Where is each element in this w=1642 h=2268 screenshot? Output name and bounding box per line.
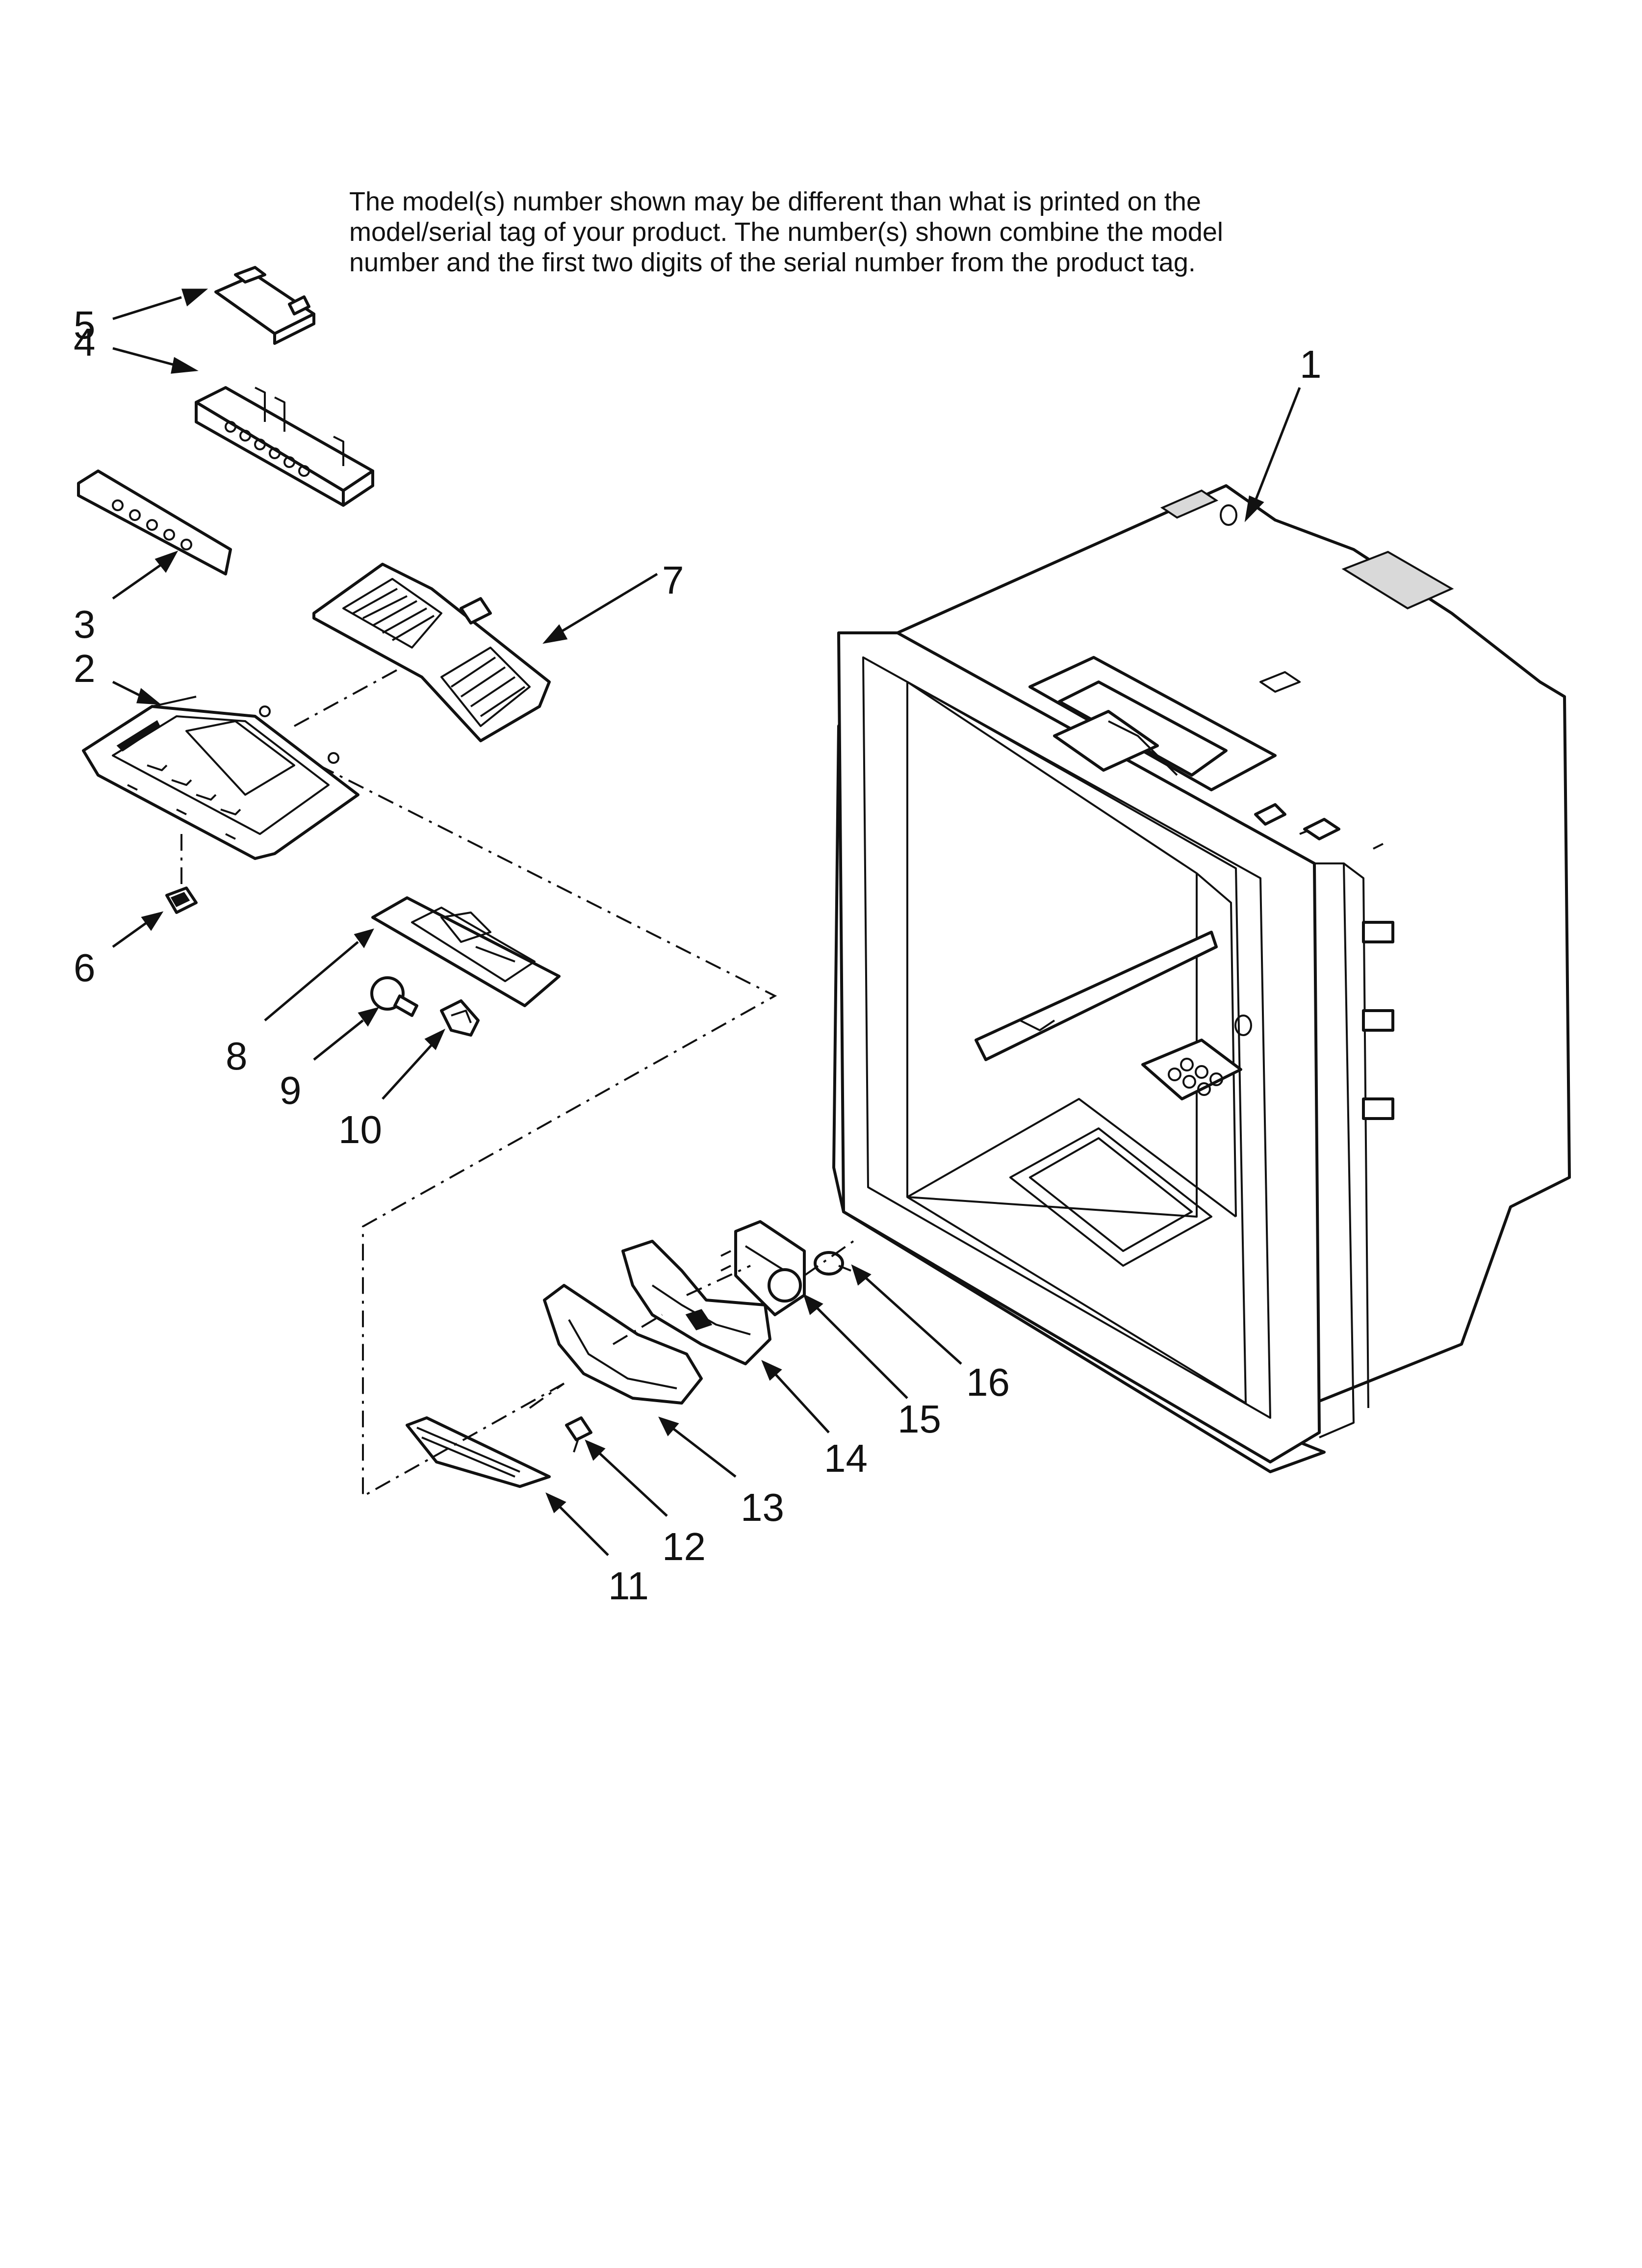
part-3-decal[interactable] <box>77 469 232 575</box>
callout-numbers: 1 2 3 4 5 6 7 8 9 10 11 12 13 14 15 16 <box>74 303 1322 1608</box>
part-2-light-housing[interactable] <box>82 696 359 860</box>
part-11-trim[interactable] <box>406 1416 551 1488</box>
part-4-control-housing[interactable] <box>195 386 374 507</box>
assembly-guide-lines <box>180 666 854 1498</box>
callout-3: 3 <box>74 602 96 646</box>
part-5-bracket[interactable] <box>214 266 315 345</box>
callout-12: 12 <box>662 1525 706 1568</box>
callout-2: 2 <box>74 647 96 690</box>
callout-16: 16 <box>966 1360 1010 1404</box>
part-13-dispenser-housing[interactable] <box>543 1284 703 1405</box>
part-10-socket[interactable] <box>440 999 480 1037</box>
callout-5: 5 <box>74 303 96 347</box>
callout-8: 8 <box>226 1034 248 1078</box>
callout-11: 11 <box>608 1564 649 1608</box>
part-1-liner[interactable] <box>832 484 1571 1473</box>
callout-9: 9 <box>280 1069 302 1112</box>
notice-line-2: model/serial tag of your product. The nu… <box>349 217 1223 247</box>
leader-arrows <box>112 288 1301 1556</box>
callout-10: 10 <box>338 1108 382 1151</box>
callout-14: 14 <box>824 1436 868 1480</box>
callout-13: 13 <box>741 1486 784 1529</box>
part-6-switch[interactable] <box>165 886 198 914</box>
part-8-lens-cover[interactable] <box>371 896 561 1007</box>
notice-line-3: number and the first two digits of the s… <box>349 248 1196 277</box>
part-9-bulb[interactable] <box>370 976 418 1017</box>
part-15-switch-assembly[interactable] <box>720 1220 806 1316</box>
notice-line-1: The model(s) number shown may be differe… <box>349 187 1201 216</box>
part-12-screw[interactable] <box>565 1416 592 1453</box>
callout-15: 15 <box>898 1397 941 1441</box>
callout-6: 6 <box>74 946 96 990</box>
callout-4: 4 <box>74 320 96 364</box>
part-14-dispenser-bracket[interactable] <box>621 1240 771 1365</box>
model-number-notice: The model(s) number shown may be differe… <box>349 186 1467 278</box>
callout-7: 7 <box>662 558 684 602</box>
callout-1: 1 <box>1300 342 1322 386</box>
part-7-diffuser[interactable] <box>312 563 551 742</box>
part-16-screw[interactable] <box>814 1251 851 1276</box>
